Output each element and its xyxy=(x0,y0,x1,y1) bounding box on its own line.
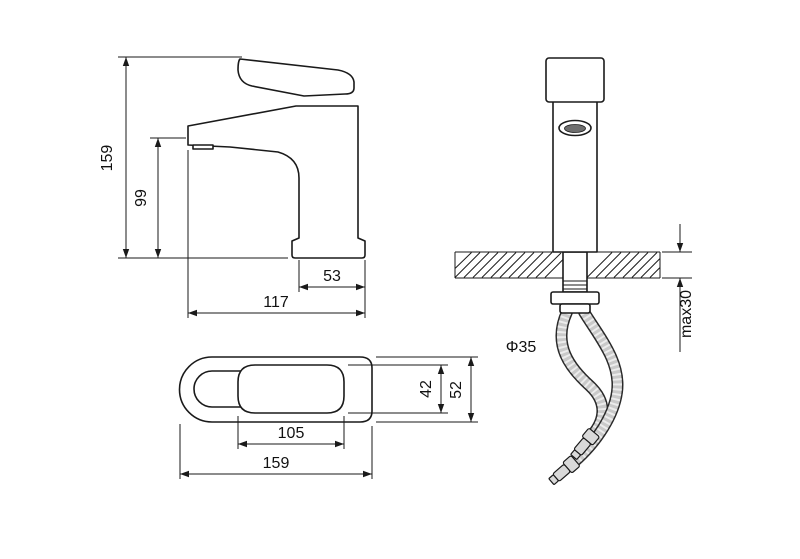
dim-label-base-depth: 53 xyxy=(323,268,341,285)
arrowhead xyxy=(467,413,475,422)
side-view: 159 99 53 117 xyxy=(99,56,366,318)
dim-label-handle-width: 42 xyxy=(418,380,435,398)
arrowhead xyxy=(356,283,365,291)
front-view: max30 Φ35 xyxy=(454,57,695,485)
arrowhead xyxy=(188,309,197,317)
dim-top-handle-length: 105 xyxy=(237,416,345,449)
dim-side-spout-height: 99 xyxy=(133,137,186,258)
arrowhead xyxy=(299,283,308,291)
dim-label-total-height: 159 xyxy=(99,145,116,172)
dim-label-spout-height: 99 xyxy=(133,189,150,207)
arrowhead xyxy=(676,243,684,252)
dim-label-hole-diameter: Φ35 xyxy=(506,339,537,356)
arrowhead xyxy=(467,357,475,366)
dim-label-total-length: 159 xyxy=(263,455,290,472)
dim-label-body-width: 52 xyxy=(448,381,465,399)
front-outlet-aerator xyxy=(564,124,586,133)
arrowhead xyxy=(363,470,372,478)
arrowhead xyxy=(154,249,162,258)
arrowhead xyxy=(437,365,445,374)
dim-top-body-width: 52 xyxy=(376,356,478,423)
dim-top-handle-width: 42 xyxy=(348,364,448,414)
dim-top-total-length: 159 xyxy=(179,424,373,479)
threaded-shank xyxy=(562,251,588,293)
arrowhead xyxy=(180,470,189,478)
front-handle-cap xyxy=(545,57,605,103)
dim-front-max-thickness: max30 xyxy=(662,224,695,352)
side-faucet-body-outline xyxy=(187,105,366,259)
top-view: 42 52 105 159 xyxy=(178,356,478,479)
arrowhead xyxy=(238,440,247,448)
mounting-deck xyxy=(454,251,661,279)
dim-label-max-thickness: max30 xyxy=(678,290,695,338)
arrowhead xyxy=(676,278,684,287)
shank-body xyxy=(562,251,588,293)
dim-side-base-depth: 53 xyxy=(298,260,366,318)
deck-hatching xyxy=(454,252,661,278)
dim-side-total-reach: 117 xyxy=(187,150,365,318)
dim-side-total-height: 159 xyxy=(99,56,288,259)
arrowhead xyxy=(122,57,130,66)
dim-label-handle-length: 105 xyxy=(278,425,305,442)
nut-upper xyxy=(550,291,600,305)
arrowhead xyxy=(437,404,445,413)
arrowhead xyxy=(335,440,344,448)
dim-label-total-reach: 117 xyxy=(263,294,289,311)
side-aerator-notch xyxy=(192,144,214,150)
hose-connector-left xyxy=(570,428,600,460)
arrowhead xyxy=(356,309,365,317)
mounting-nut xyxy=(550,291,600,314)
hose-connector-right xyxy=(548,455,580,485)
hose-left-braid xyxy=(557,310,607,437)
arrowhead xyxy=(154,138,162,147)
arrowhead xyxy=(122,249,130,258)
side-handle-outline xyxy=(237,58,355,97)
nut-lower xyxy=(559,303,591,314)
top-handle-outline xyxy=(237,364,345,414)
flexible-hoses xyxy=(548,306,624,485)
